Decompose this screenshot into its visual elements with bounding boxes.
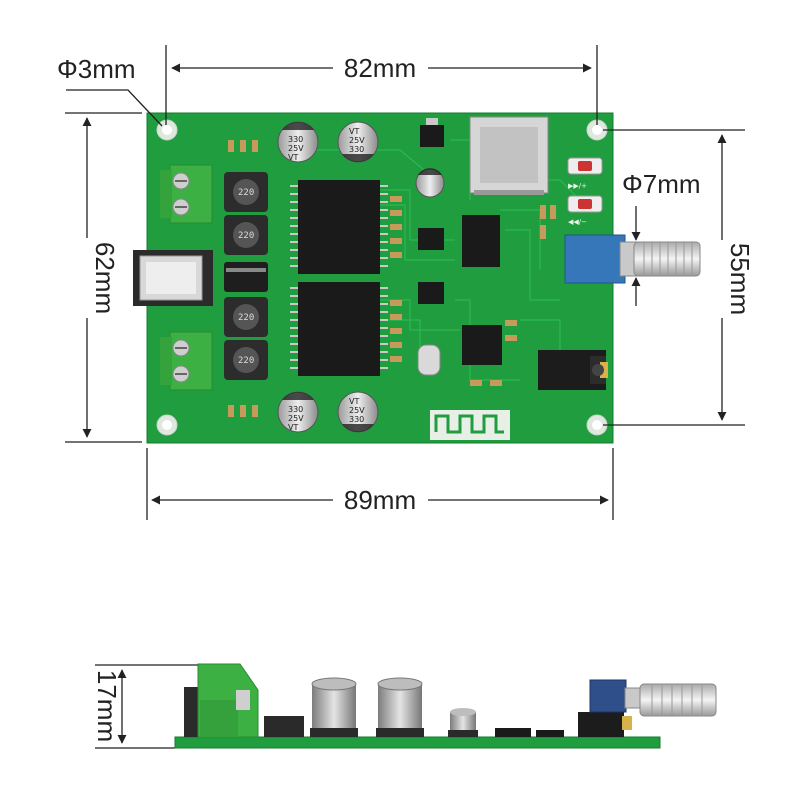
side-aux-jack bbox=[578, 712, 624, 737]
inductor-1: 220 bbox=[224, 172, 268, 212]
svg-text:330: 330 bbox=[288, 135, 303, 144]
capacitor-bottom-right: VT 25V 330 bbox=[337, 391, 379, 433]
dim-right-height: 55mm bbox=[725, 243, 755, 315]
svg-text:220: 220 bbox=[238, 313, 254, 323]
side-pcb bbox=[174, 736, 661, 749]
side-chip-1 bbox=[495, 728, 531, 737]
opamp-ic-1 bbox=[418, 228, 444, 250]
dim-knob-diameter: Φ7mm bbox=[622, 169, 701, 199]
mounting-hole-bottom-left bbox=[156, 414, 178, 436]
side-capacitor-1 bbox=[310, 677, 358, 737]
inductor-4: 220 bbox=[224, 340, 268, 380]
tf-card-slot bbox=[469, 116, 549, 195]
voltage-regulator bbox=[420, 118, 444, 147]
svg-text:◀◀/−: ◀◀/− bbox=[568, 218, 587, 226]
capacitor-top-right: VT 25V 330 bbox=[337, 121, 379, 163]
dim-bottom-width: 89mm bbox=[344, 485, 416, 515]
bluetooth-ic bbox=[462, 215, 500, 267]
aux-audio-jack bbox=[538, 350, 608, 390]
svg-text:VT: VT bbox=[349, 127, 359, 136]
capacitor-bottom-left: 330 25V VT bbox=[277, 391, 319, 433]
svg-text:▶▶/+: ▶▶/+ bbox=[568, 182, 587, 190]
opamp-ic-2 bbox=[418, 282, 444, 304]
capacitor-top-left: 330 25V VT bbox=[277, 121, 319, 163]
diode bbox=[224, 262, 268, 292]
volume-potentiometer bbox=[564, 234, 701, 284]
dimension-lines bbox=[65, 45, 745, 749]
inductor-3: 220 bbox=[224, 297, 268, 337]
button-next bbox=[567, 157, 603, 175]
crystal bbox=[417, 344, 441, 376]
svg-text:25V: 25V bbox=[288, 144, 304, 153]
mounting-hole-bottom-right bbox=[586, 414, 608, 436]
side-chip-2 bbox=[536, 730, 564, 737]
amplifier-ic-2 bbox=[290, 282, 388, 376]
svg-text:VT: VT bbox=[288, 423, 298, 432]
dim-left-height: 62mm bbox=[90, 242, 120, 314]
mounting-hole-top-left bbox=[156, 119, 178, 141]
terminal-block-bottom bbox=[160, 331, 213, 391]
svg-text:330: 330 bbox=[349, 415, 364, 424]
svg-text:220: 220 bbox=[238, 231, 254, 241]
svg-text:220: 220 bbox=[238, 356, 254, 366]
svg-text:VT: VT bbox=[288, 153, 298, 162]
svg-text:25V: 25V bbox=[288, 414, 304, 423]
side-terminal-block bbox=[184, 663, 259, 738]
side-capacitor-2 bbox=[376, 677, 424, 737]
svg-text:VT: VT bbox=[349, 397, 359, 406]
smd-components bbox=[228, 140, 556, 417]
svg-text:330: 330 bbox=[349, 145, 364, 154]
svg-text:220: 220 bbox=[238, 188, 254, 198]
svg-text:25V: 25V bbox=[349, 406, 365, 415]
dc-power-jack bbox=[133, 250, 213, 306]
svg-text:25V: 25V bbox=[349, 136, 365, 145]
dim-top-width: 82mm bbox=[344, 53, 416, 83]
decoder-ic bbox=[462, 325, 502, 365]
side-capacitor-small bbox=[448, 708, 478, 737]
dim-side-height: 17mm bbox=[92, 670, 122, 742]
pcb-antenna bbox=[430, 410, 510, 440]
top-view-board: 220 220 220 220 bbox=[133, 112, 701, 444]
button-prev bbox=[567, 195, 603, 213]
dim-hole-diameter: Φ3mm bbox=[57, 54, 136, 84]
amplifier-ic-1 bbox=[290, 180, 388, 274]
terminal-block-top bbox=[160, 164, 213, 224]
inductor-2: 220 bbox=[224, 215, 268, 255]
inductor-column: 220 220 220 220 bbox=[224, 172, 268, 380]
mounting-hole-top-right bbox=[586, 119, 608, 141]
capacitor-small bbox=[415, 168, 445, 198]
svg-text:330: 330 bbox=[288, 405, 303, 414]
side-potentiometer bbox=[589, 679, 717, 717]
side-inductor bbox=[264, 716, 304, 737]
side-view-board bbox=[174, 663, 717, 749]
